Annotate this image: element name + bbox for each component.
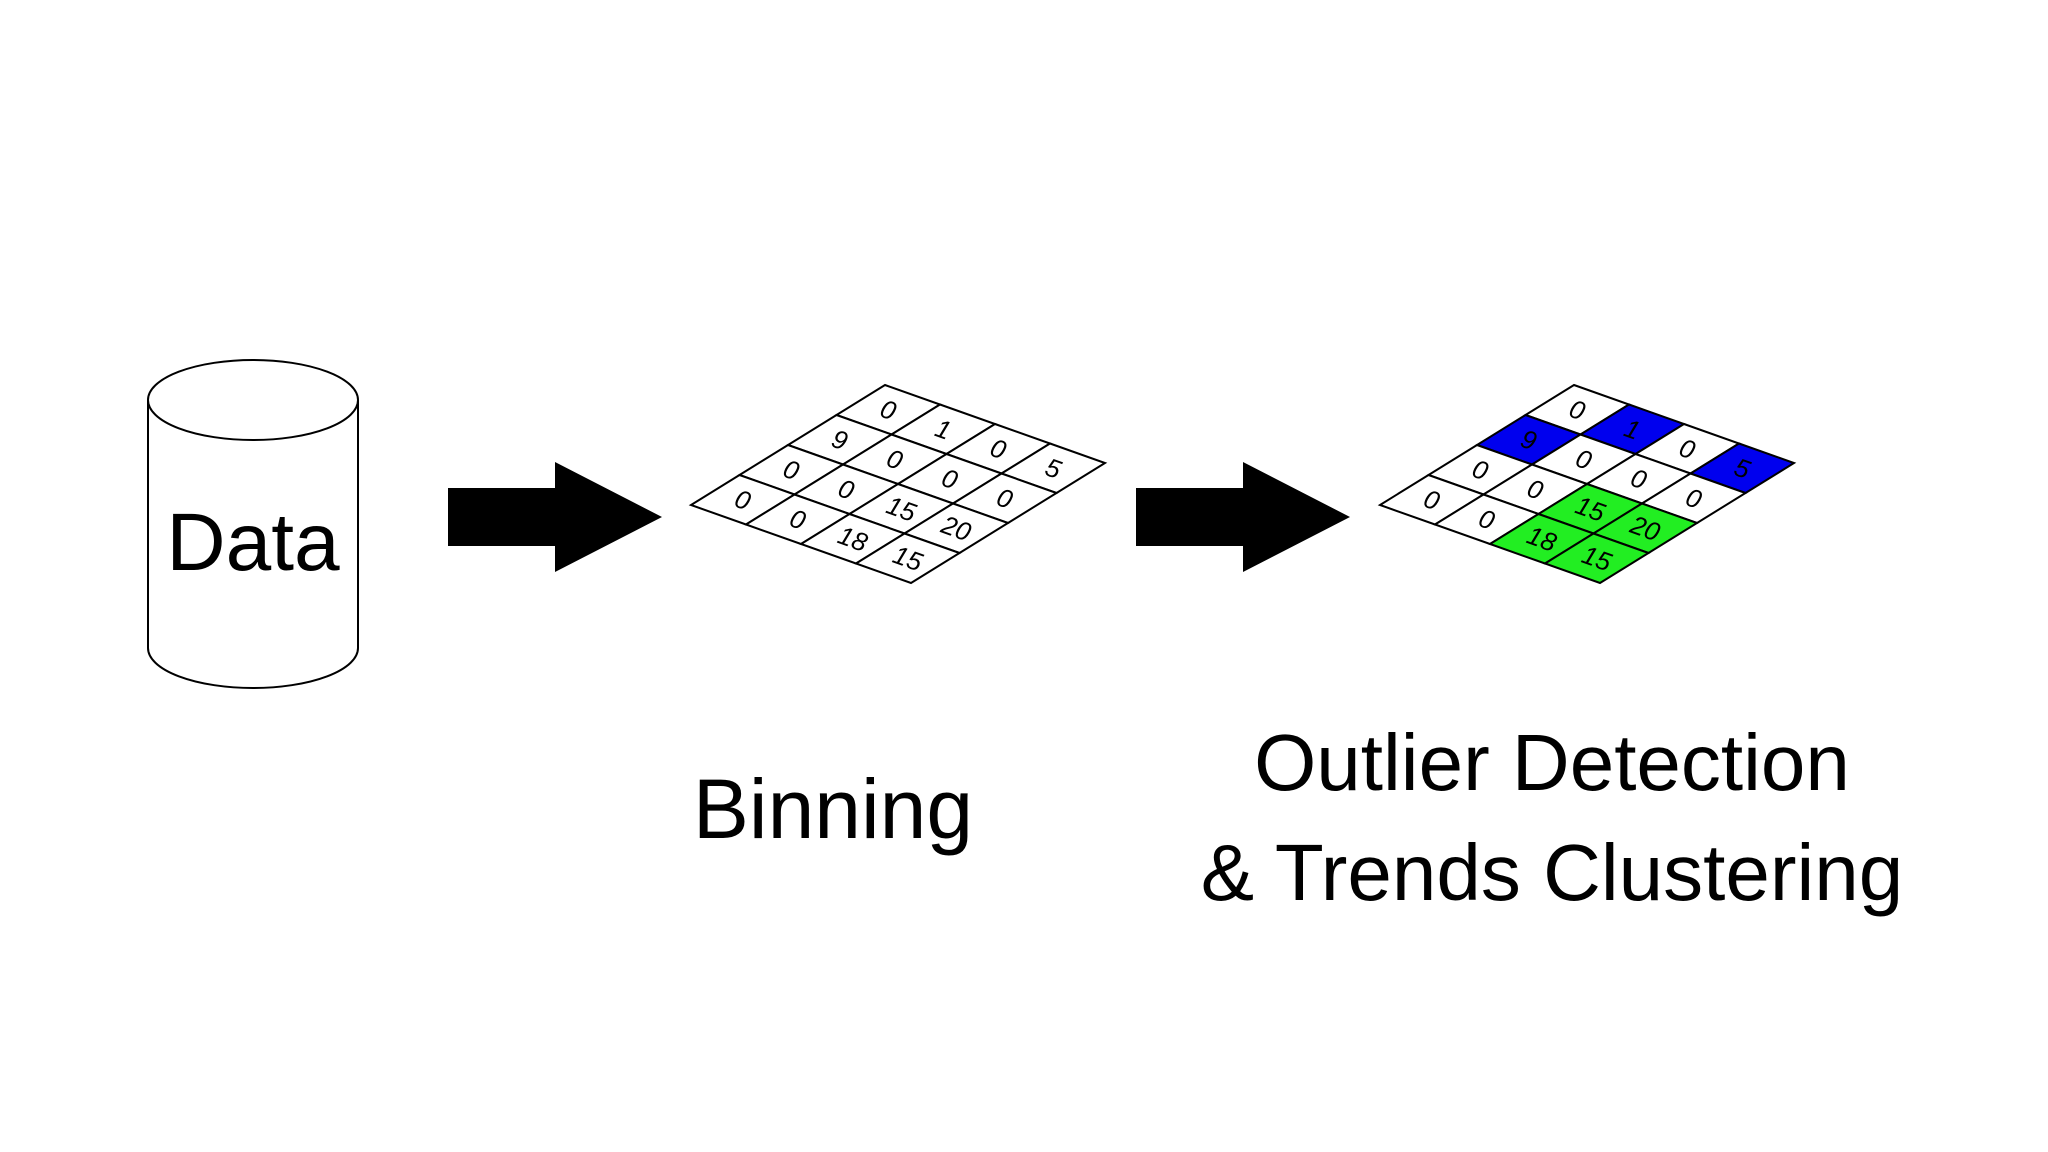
arrow-2 (1136, 462, 1350, 572)
binning-label: Binning (693, 762, 973, 856)
cylinder-top (147, 359, 359, 441)
data-cylinder: Data (147, 359, 359, 689)
detection-label-line1: Outlier Detection (1254, 718, 1850, 807)
arrow-1 (448, 462, 662, 572)
cylinder-body (147, 400, 359, 689)
detection-cell-r3-c3-cluster (1542, 532, 1651, 585)
data-label: Data (166, 497, 340, 588)
binning-cell-r3-c3 (853, 532, 962, 585)
detection-label-line2: & Trends Clustering (1201, 828, 1904, 917)
